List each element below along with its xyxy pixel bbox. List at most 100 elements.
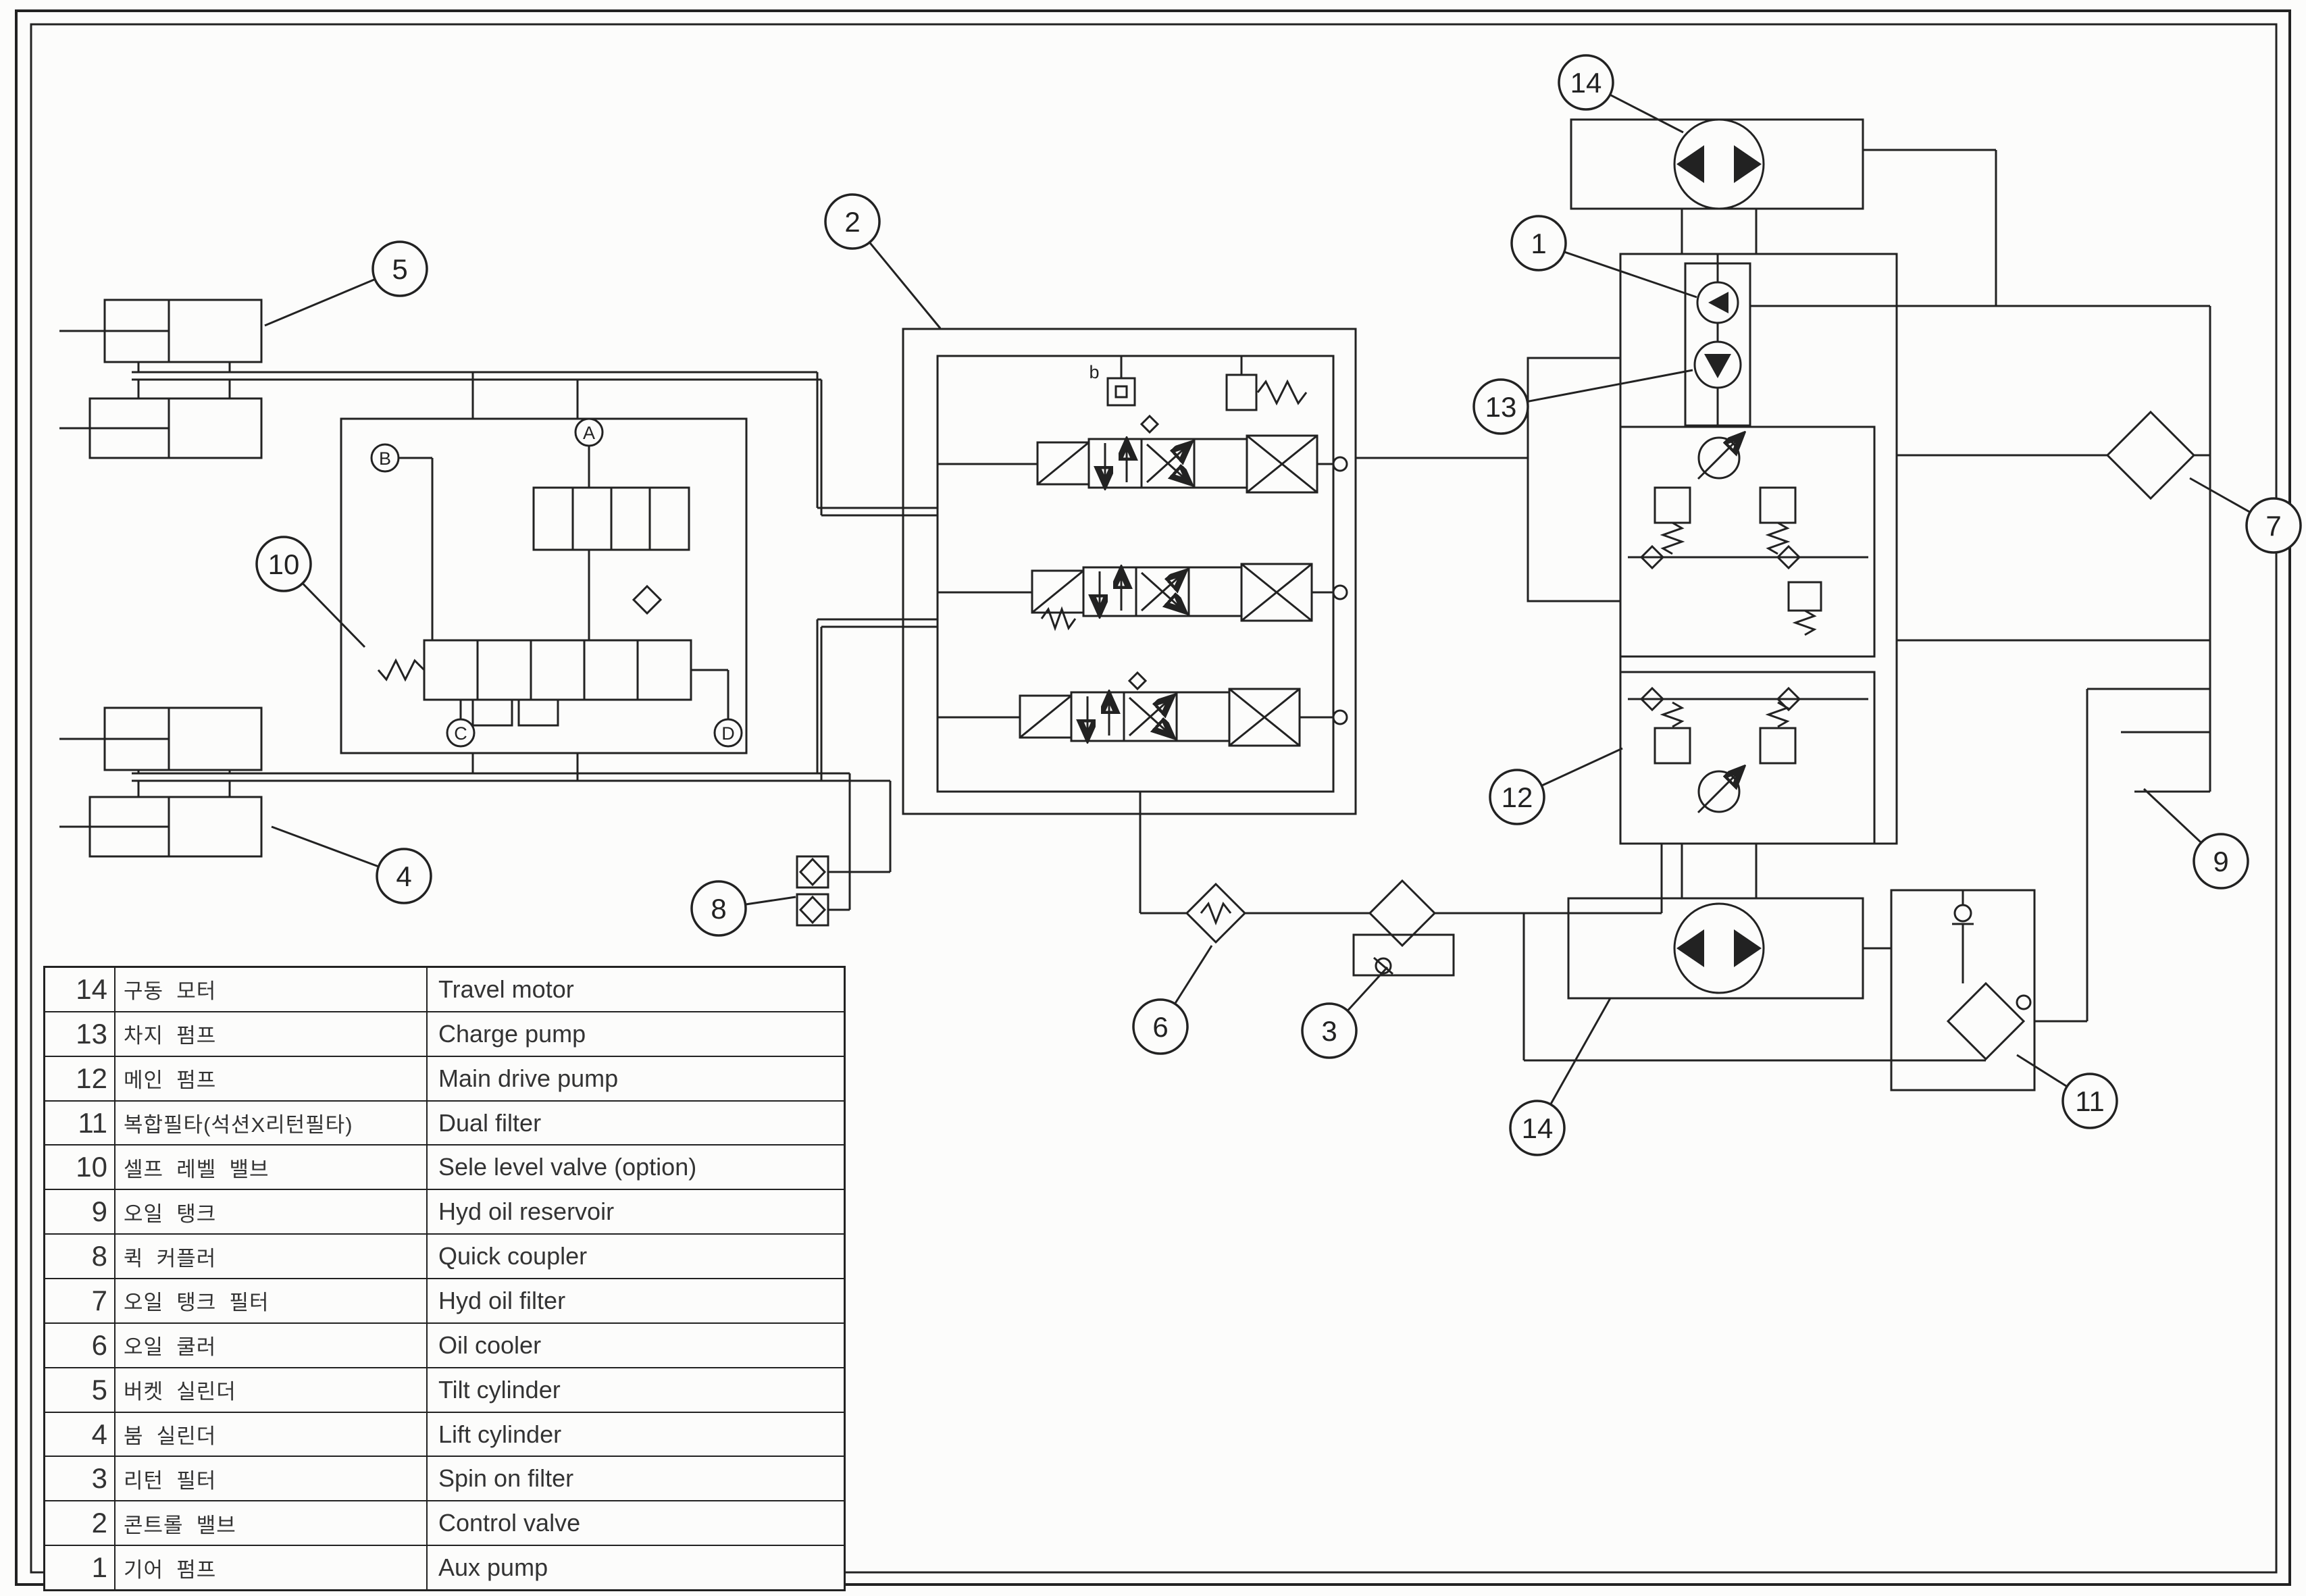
legend-kr: 오일 탱크 필터: [116, 1279, 428, 1322]
callout-number: 12: [1502, 781, 1533, 813]
legend-kr: 메인 펌프: [116, 1056, 428, 1100]
callout-number: 5: [392, 253, 407, 285]
spin-on-filter: [1368, 879, 1437, 948]
callout-circle-4: [376, 848, 432, 904]
callout-number: 11: [2075, 1085, 2105, 1117]
legend-kr: 차지 펌프: [116, 1012, 428, 1056]
legend-kr: 붐 실린더: [116, 1412, 428, 1456]
port-letter-a: A: [583, 423, 595, 443]
callout-number: 4: [396, 860, 411, 892]
callout-circle-1: [1510, 215, 1567, 272]
legend-en: Sele level valve (option): [438, 1153, 697, 1181]
self-level-valve: A B C D: [340, 372, 748, 781]
legend-no: 8: [45, 1235, 116, 1279]
port-letter-c: C: [454, 723, 467, 744]
callout-circle-14: [1509, 1100, 1566, 1156]
legend-no: 1: [45, 1546, 116, 1590]
legend-no: 2: [45, 1501, 116, 1545]
valve-top-label: b: [1089, 362, 1099, 382]
callout-number: 13: [1485, 391, 1517, 423]
legend-kr: 기어 펌프: [116, 1546, 428, 1590]
legend-en: Lift cylinder: [438, 1420, 562, 1448]
callout-circle-13: [1472, 378, 1529, 435]
legend-no: 3: [45, 1457, 116, 1501]
legend-en: Quick coupler: [438, 1242, 588, 1270]
quick-coupler: [796, 772, 892, 927]
callout-number: 3: [1321, 1015, 1337, 1047]
hyd-oil-filter: [1897, 410, 2210, 500]
legend-no: 12: [45, 1056, 116, 1100]
legend-kr: 셀프 레벨 밸브: [116, 1145, 428, 1189]
callout-number: 1: [1531, 228, 1546, 259]
legend-en: Tilt cylinder: [438, 1375, 561, 1404]
cylinder-pipes: [132, 371, 938, 782]
callout-leader-13: [1500, 369, 1693, 408]
legend-no: 13: [45, 1012, 116, 1056]
callout-circle-5: [371, 240, 428, 297]
legend-en: Hyd oil reservoir: [438, 1198, 615, 1226]
legend-no: 9: [45, 1190, 116, 1234]
hydrostatic-unit: [1356, 118, 1898, 1000]
callout-number: 2: [844, 206, 860, 238]
cooler-filter-chain: [1140, 844, 1986, 1062]
legend-kr: 리턴 필터: [116, 1457, 428, 1501]
port-letter-d: D: [721, 723, 735, 744]
legend-en: Aux pump: [438, 1553, 548, 1582]
lift-cylinders: [59, 706, 263, 858]
callout-number: 10: [268, 548, 300, 580]
legend-en: Dual filter: [438, 1108, 542, 1137]
legend-kr: 콘트롤 밸브: [116, 1501, 428, 1545]
legend-no: 7: [45, 1279, 116, 1322]
callout-number: 14: [1522, 1112, 1554, 1144]
legend-kr: 퀵 커플러: [116, 1235, 428, 1279]
oil-cooler: [1185, 882, 1247, 944]
legend-en: Main drive pump: [438, 1064, 619, 1092]
valve-section-1: [938, 414, 1348, 494]
legend-en: Control valve: [438, 1509, 581, 1537]
callout-circle-7: [2245, 497, 2302, 554]
legend-no: 4: [45, 1412, 116, 1456]
travel-motor-top: [1570, 118, 1864, 254]
legend-no: 11: [45, 1101, 116, 1145]
callout-number: 9: [2213, 846, 2228, 877]
legend-no: 10: [45, 1145, 116, 1189]
callout-circle-3: [1301, 1002, 1358, 1059]
drawing-border: [15, 9, 2291, 1586]
valve-section-2: [938, 563, 1348, 632]
callout-circle-8: [690, 880, 747, 937]
callout-circle-6: [1132, 998, 1189, 1055]
legend-kr: 복합필타(석션X리턴필타): [116, 1101, 428, 1145]
legend-no: 14: [45, 968, 116, 1011]
callout-circle-14: [1558, 54, 1614, 111]
legend-en: Hyd oil filter: [438, 1286, 566, 1314]
legend-kr: 버켓 실린더: [116, 1368, 428, 1412]
callout-number: 8: [711, 893, 726, 925]
legend-en: Spin on filter: [438, 1464, 574, 1493]
callout-circle-9: [2193, 833, 2249, 890]
port-letter-b: B: [379, 448, 391, 469]
callout-circle-2: [824, 193, 881, 250]
legend-en: Travel motor: [438, 975, 574, 1003]
callout-circle-10: [255, 536, 312, 592]
callout-number: 14: [1570, 67, 1602, 99]
legend-kr: 구동 모터: [116, 968, 428, 1011]
main-drive-pump: [1356, 253, 1898, 898]
callout-circle-11: [2061, 1073, 2118, 1129]
aux-and-charge-pump: [1684, 254, 1751, 427]
valve-section-3: [938, 671, 1348, 747]
legend-kr: 오일 탱크: [116, 1190, 428, 1234]
